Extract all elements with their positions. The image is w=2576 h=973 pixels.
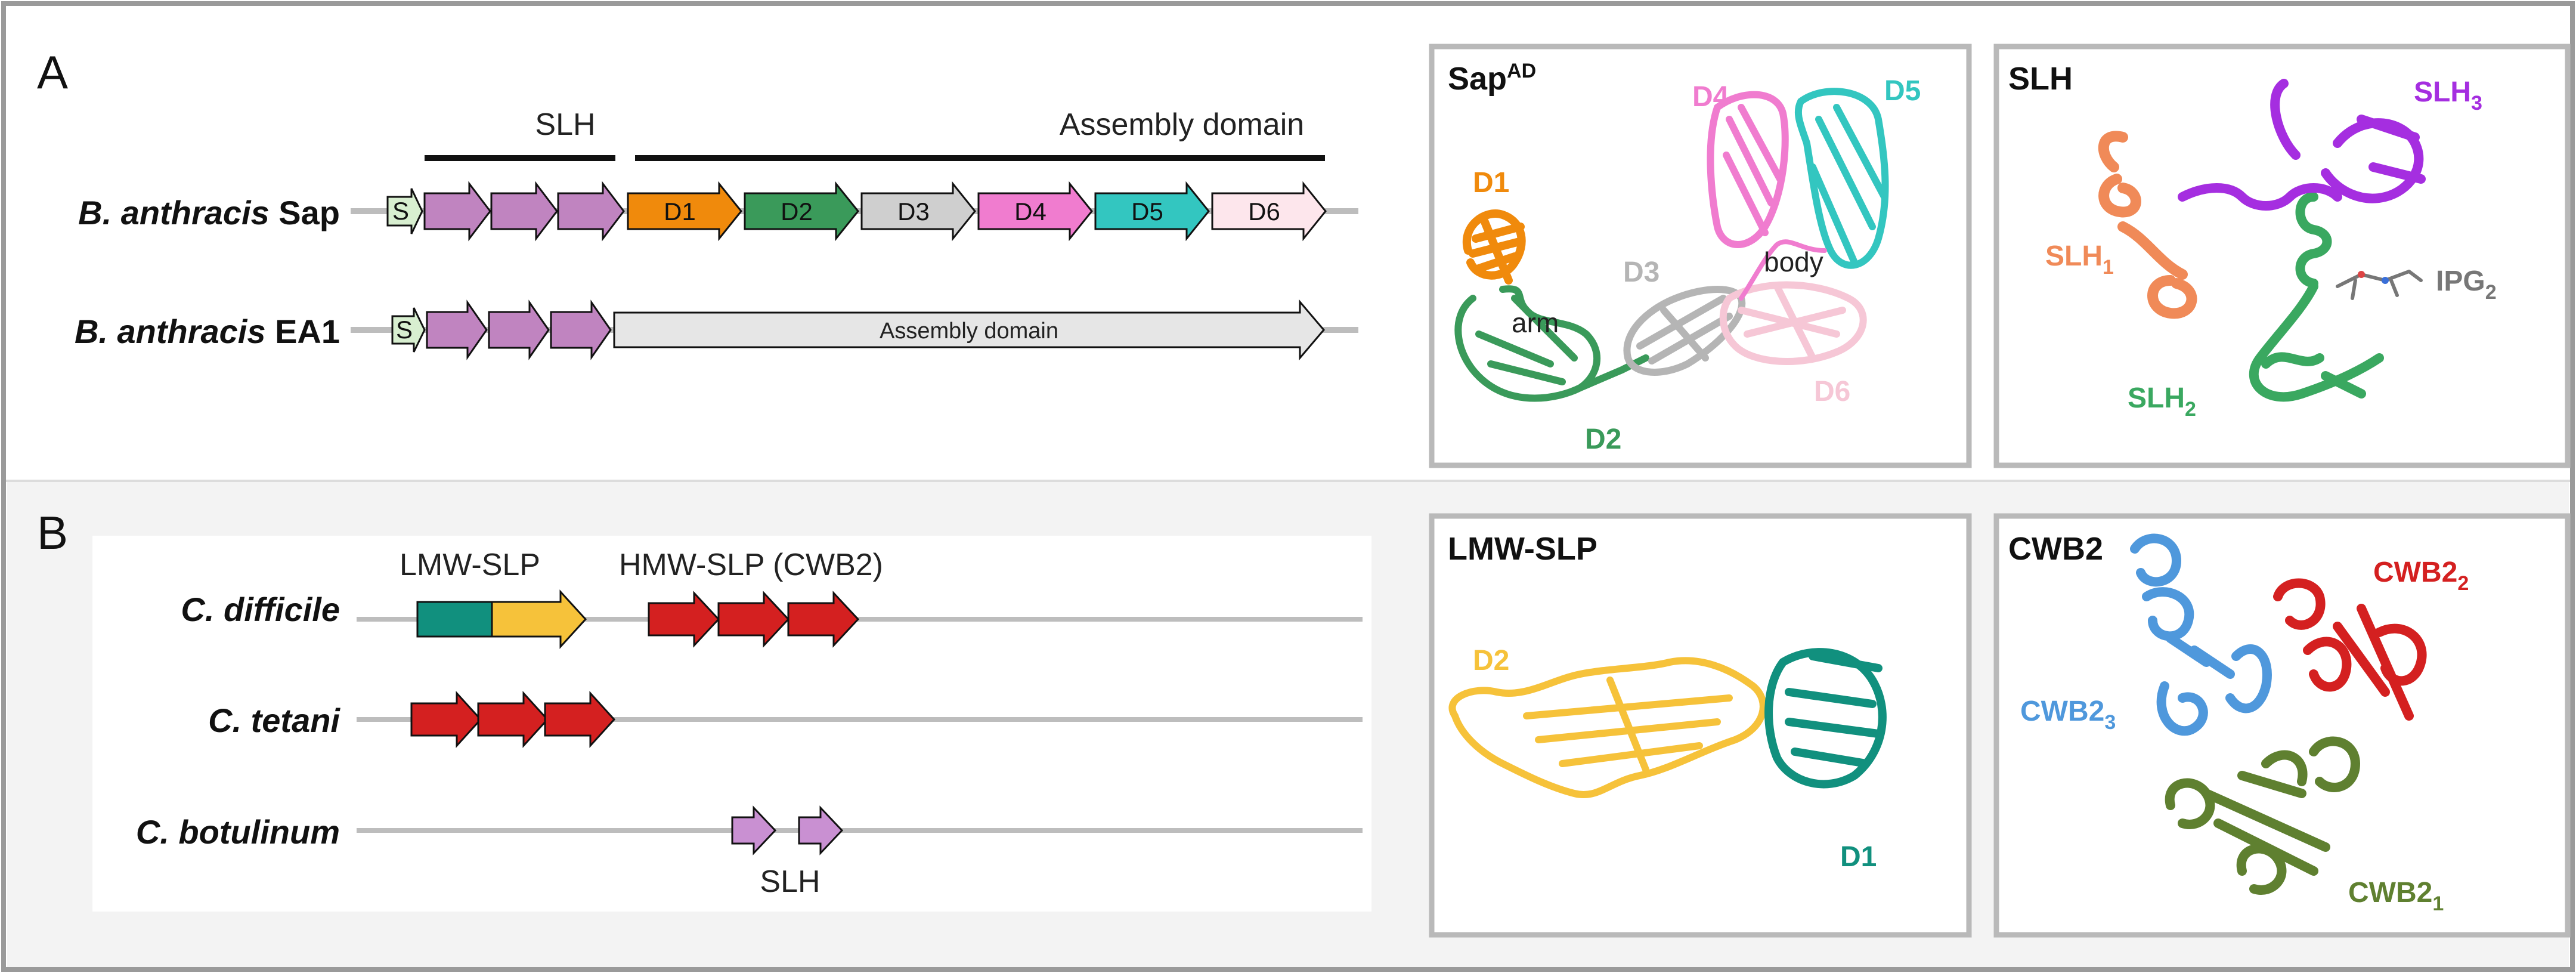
sap-species-label: B. anthracis Sap (78, 194, 340, 231)
slh-small-arrow (731, 805, 777, 855)
sap-s-arrow (386, 188, 423, 234)
slh1-label: SLH1 (2045, 240, 2114, 279)
ea1-assembly-label: Assembly domain (880, 319, 1058, 344)
sap-domain-label-d2: D2 (781, 197, 813, 226)
panel-b-gene-card (92, 536, 1371, 912)
sap-slh-arrow (557, 181, 625, 242)
ipg2-ligand (2336, 270, 2423, 300)
lmw-slp-structure-title: LMW-SLP (1448, 531, 1597, 567)
cwb2-arrow (544, 691, 616, 748)
slh3-label: SLH3 (2414, 76, 2482, 115)
d5-ribbon (1794, 88, 1889, 269)
lmw-d1-label: D1 (1840, 841, 1877, 873)
sap-structure-d6-label: D6 (1814, 376, 1850, 407)
cwb2-arrow (477, 691, 549, 748)
lmw-d1-ribbon (1764, 648, 1887, 789)
slh-small-label: SLH (760, 864, 820, 899)
cwb2-3-ribbon (2130, 533, 2272, 736)
lmw-d2-ribbon (1448, 657, 1767, 798)
ea1-s-label: S (396, 316, 413, 344)
sap-structure-d4-label: D4 (1692, 81, 1729, 113)
lmw-slp-structure-box: LMW-SLP D2 D1 (1429, 513, 1972, 938)
sap-structure-d2-label: D2 (1585, 424, 1621, 455)
cwb2-arrow (410, 691, 482, 748)
sap-domain-arrow-d2 (744, 181, 859, 242)
ea1-assembly-arrow (613, 299, 1325, 361)
lmw-d2-label: D2 (1473, 645, 1509, 677)
assembly-header: Assembly domain (1060, 107, 1304, 142)
sap-domain-arrow-d5 (1094, 181, 1210, 242)
ea1-gene-map: S Assembly domain (391, 299, 1325, 361)
ea1-slh-arrow (550, 299, 612, 360)
sap-structure-d5-label: D5 (1884, 75, 1921, 107)
arm-body-linker (1739, 239, 1827, 301)
panel-a-letter: A (37, 46, 68, 98)
ea1-slh-arrow (488, 299, 550, 360)
slh-structure-title: SLH (2008, 61, 2073, 97)
sap-structure-title: SapAD (1448, 60, 1536, 97)
ea1-slh-arrow (426, 299, 488, 360)
ipg2-label: IPG2 (2436, 265, 2497, 304)
sap-slh-arrow (423, 181, 491, 242)
sap-domain-arrow-d4 (977, 181, 1093, 242)
sap-gene-map: S D1 D2 D3 D4 D5 D6 (386, 181, 1327, 242)
sap-structure-d3-label: D3 (1623, 257, 1659, 288)
slh3-ribbon (2178, 79, 2426, 211)
slh-header: SLH (535, 107, 595, 142)
slh-structure-box: SLH SLH1 SLH2 SLH3 IPG2 (1993, 44, 2571, 468)
c-botulinum-label: C. botulinum (136, 813, 340, 851)
sap-s-label: S (392, 197, 409, 225)
lmw-slp-header: LMW-SLP (400, 548, 540, 582)
slh2-label: SLH2 (2128, 382, 2196, 421)
sap-structure-d1-label: D1 (1473, 167, 1509, 199)
ipg2-atom (2382, 277, 2389, 284)
slh1-ribbon (2098, 131, 2197, 319)
sap-domain-label-d5: D5 (1131, 197, 1163, 226)
sap-domain-label-d1: D1 (664, 197, 696, 226)
sap-structure-box: SapAD D1 D2 D3 D4 D5 D6 arm body (1429, 44, 1972, 468)
sap-structure-body-label: body (1764, 246, 1823, 277)
lmw-slp-d1-segment (416, 601, 493, 638)
cwb2-structure-box: CWB2 CWB22 CWB23 CWB21 (1993, 513, 2571, 938)
slh-small-arrow (798, 805, 844, 855)
c-difficile-label: C. difficile (181, 591, 340, 628)
sap-domain-label-d6: D6 (1248, 197, 1280, 226)
d1-ribbon (1463, 209, 1526, 285)
cwb2-1-label: CWB21 (2348, 877, 2444, 915)
sap-slh-arrow (490, 181, 558, 242)
sap-domain-label-d3: D3 (897, 197, 930, 226)
hmw-slp-header: HMW-SLP (CWB2) (619, 548, 883, 582)
cwb2-2-label: CWB22 (2373, 557, 2469, 595)
ipg2-atom (2358, 271, 2365, 278)
d4-ribbon (1707, 91, 1789, 248)
sap-domain-arrow-d3 (860, 181, 976, 242)
cwb2-1-ribbon (2165, 736, 2361, 895)
ea1-species-label: B. anthracis EA1 (75, 313, 340, 350)
sap-domain-label-d4: D4 (1014, 197, 1046, 226)
cwb2-arrow (717, 591, 790, 648)
d2-ribbon (1454, 285, 1649, 402)
d6-ribbon (1719, 281, 1867, 366)
panel-b-letter: B (37, 506, 68, 559)
sap-domain-arrow-d6 (1211, 181, 1327, 242)
ea1-s-arrow (391, 307, 426, 353)
slh2-ribbon (2249, 192, 2384, 402)
sap-structure-arm-label: arm (1512, 307, 1559, 338)
cwb2-arrow (787, 591, 860, 648)
c-tetani-label: C. tetani (208, 702, 340, 739)
cwb2-3-label: CWB23 (2020, 696, 2116, 734)
sap-domain-arrow-d1 (627, 181, 742, 242)
cwb2-arrow (648, 591, 720, 648)
cwb2-structure-title: CWB2 (2008, 531, 2103, 567)
lmw-slp-d2-arrow (491, 589, 587, 649)
cwb2-2-ribbon (2273, 578, 2427, 721)
